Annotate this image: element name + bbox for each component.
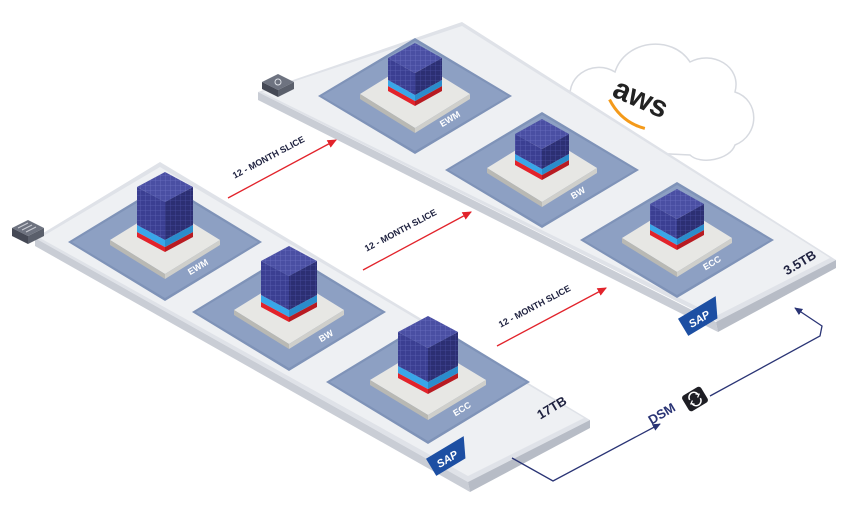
slice-label: 12 - MONTH SLICE: [497, 283, 572, 329]
slice-arrow-ecc: 12 - MONTH SLICE: [496, 283, 607, 347]
cloud-system-bw: BW: [445, 112, 639, 228]
aws-smile-icon: [608, 98, 646, 130]
slice-label: 12 - MONTH SLICE: [363, 207, 438, 253]
sync-icon: [682, 386, 708, 412]
onprem-system-bw: BW: [192, 246, 386, 371]
storage-device-icon: [12, 220, 44, 244]
onprem-system-ewm: EWM: [68, 172, 262, 301]
onprem-system-ecc: ECC: [326, 316, 530, 444]
dsm-label: DSM: [645, 400, 677, 428]
slice-arrow-ewm: 12 - MONTH SLICE: [227, 134, 337, 199]
slice-label: 12 - MONTH SLICE: [231, 134, 306, 180]
cloud-system-ewm: EWM: [318, 38, 512, 154]
cloud-system-ecc: ECC: [580, 182, 774, 298]
bell-device-icon: [262, 74, 294, 97]
slice-arrow-bw: 12 - MONTH SLICE: [362, 207, 472, 271]
